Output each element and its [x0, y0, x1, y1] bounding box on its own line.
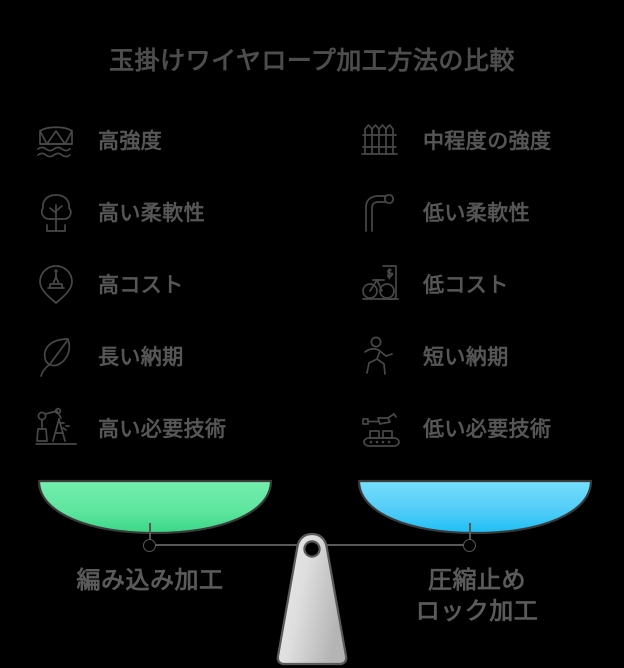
- feature-label: 長い納期: [98, 346, 184, 369]
- feature-label: 高い柔軟性: [98, 202, 205, 225]
- feature-label: 高コスト: [98, 274, 184, 297]
- feature-row: 低い必要技術: [355, 392, 624, 464]
- feature-row: 低コスト: [355, 248, 624, 320]
- tree-icon: [30, 186, 82, 238]
- leaf-icon: [30, 330, 82, 382]
- balance-scale: [0, 455, 624, 668]
- running-person-icon: [355, 330, 407, 382]
- feature-label: 中程度の強度: [423, 130, 552, 153]
- right-scale-pan: [355, 477, 595, 539]
- page-title: 玉掛けワイヤロープ加工方法の比較: [109, 47, 515, 75]
- feature-label: 低コスト: [423, 274, 509, 297]
- feature-label: 低い柔軟性: [423, 202, 530, 225]
- feature-row: 低い柔軟性: [355, 176, 624, 248]
- fulcrum: [258, 530, 366, 668]
- feature-label: 低い必要技術: [423, 418, 552, 441]
- comparison-columns: 高強度 高い柔軟性: [0, 104, 624, 464]
- feature-label: 高強度: [98, 130, 163, 153]
- right-caption: 圧縮止め ロック加工: [330, 566, 624, 627]
- feature-row: 長い納期: [30, 320, 320, 392]
- left-hanger-rod: [149, 523, 151, 545]
- feature-row: 高コスト: [30, 248, 320, 320]
- right-hanger-pivot: [462, 538, 476, 552]
- robot-arm-icon: [30, 402, 82, 454]
- right-caption-line1: 圧縮止め: [428, 567, 526, 594]
- bent-pipe-icon: [355, 186, 407, 238]
- feature-row: 高強度: [30, 104, 320, 176]
- bicycle-price-icon: [355, 258, 407, 310]
- right-caption-line2: ロック加工: [415, 597, 539, 625]
- feature-row: 高い必要技術: [30, 392, 320, 464]
- feature-row: 高い柔軟性: [30, 176, 320, 248]
- feature-label: 高い必要技術: [98, 418, 227, 441]
- left-caption: 編み込み加工: [76, 567, 224, 594]
- left-hanger-pivot: [142, 538, 156, 552]
- left-scale-pan: [35, 477, 275, 539]
- feature-row: 中程度の強度: [355, 104, 624, 176]
- right-column: 中程度の強度 低い柔軟性: [355, 104, 624, 464]
- conveyor-robot-icon: [355, 402, 407, 454]
- fence-icon: [355, 114, 407, 166]
- feature-label: 短い納期: [423, 346, 509, 369]
- feature-row: 短い納期: [355, 320, 624, 392]
- right-hanger-rod: [469, 523, 471, 545]
- location-pin-icon: [30, 258, 82, 310]
- bridge-icon: [30, 114, 82, 166]
- left-column: 高強度 高い柔軟性: [30, 104, 320, 464]
